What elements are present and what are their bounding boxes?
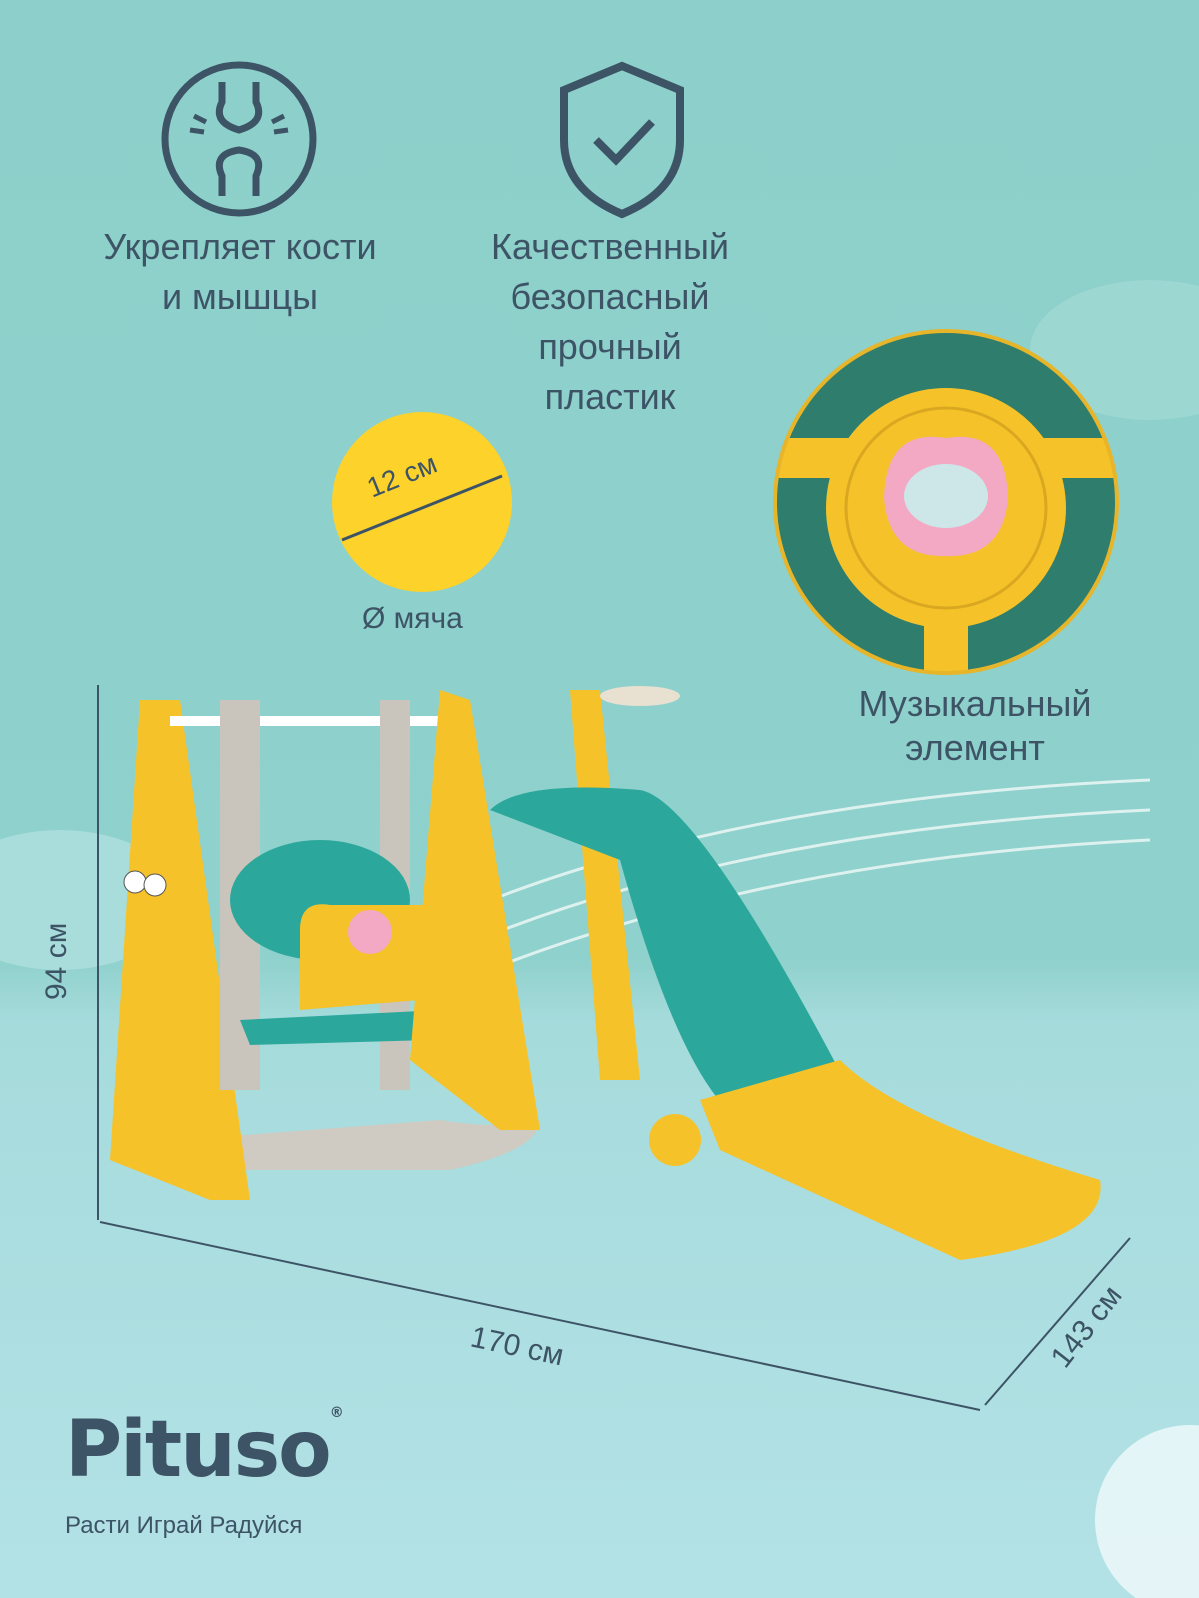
feature-line: Качественный [491,226,729,267]
shield-check-icon [560,61,684,219]
feature-line: прочный [538,326,682,367]
feature-line: и мышцы [161,276,319,317]
music-element-closeup [773,329,1119,675]
feature-line: пластик [544,376,676,417]
feature-line: Укрепляет кости [103,226,377,267]
feature-bones-text: Укрепляет кости и мышцы [40,222,440,322]
registered-mark: ® [329,1405,344,1421]
feature-line: безопасный [510,276,710,317]
ball-image [332,412,512,592]
feature-line: элемент [905,727,1045,768]
feature-line: Музыкальный [858,683,1092,724]
height-dimension: 94 см [40,922,73,1000]
brand-tagline: Расти Играй Радуйся [65,1512,303,1539]
logo-text: Pituso [65,1405,332,1495]
feature-plastic-text: Качественный безопасный прочный пластик [410,222,810,422]
brand-logo: Pituso® [65,1405,344,1495]
ball-caption: Ø мяча [362,602,463,635]
music-element-text: Музыкальный элемент [810,682,1140,770]
joint-bone-icon [161,61,317,217]
